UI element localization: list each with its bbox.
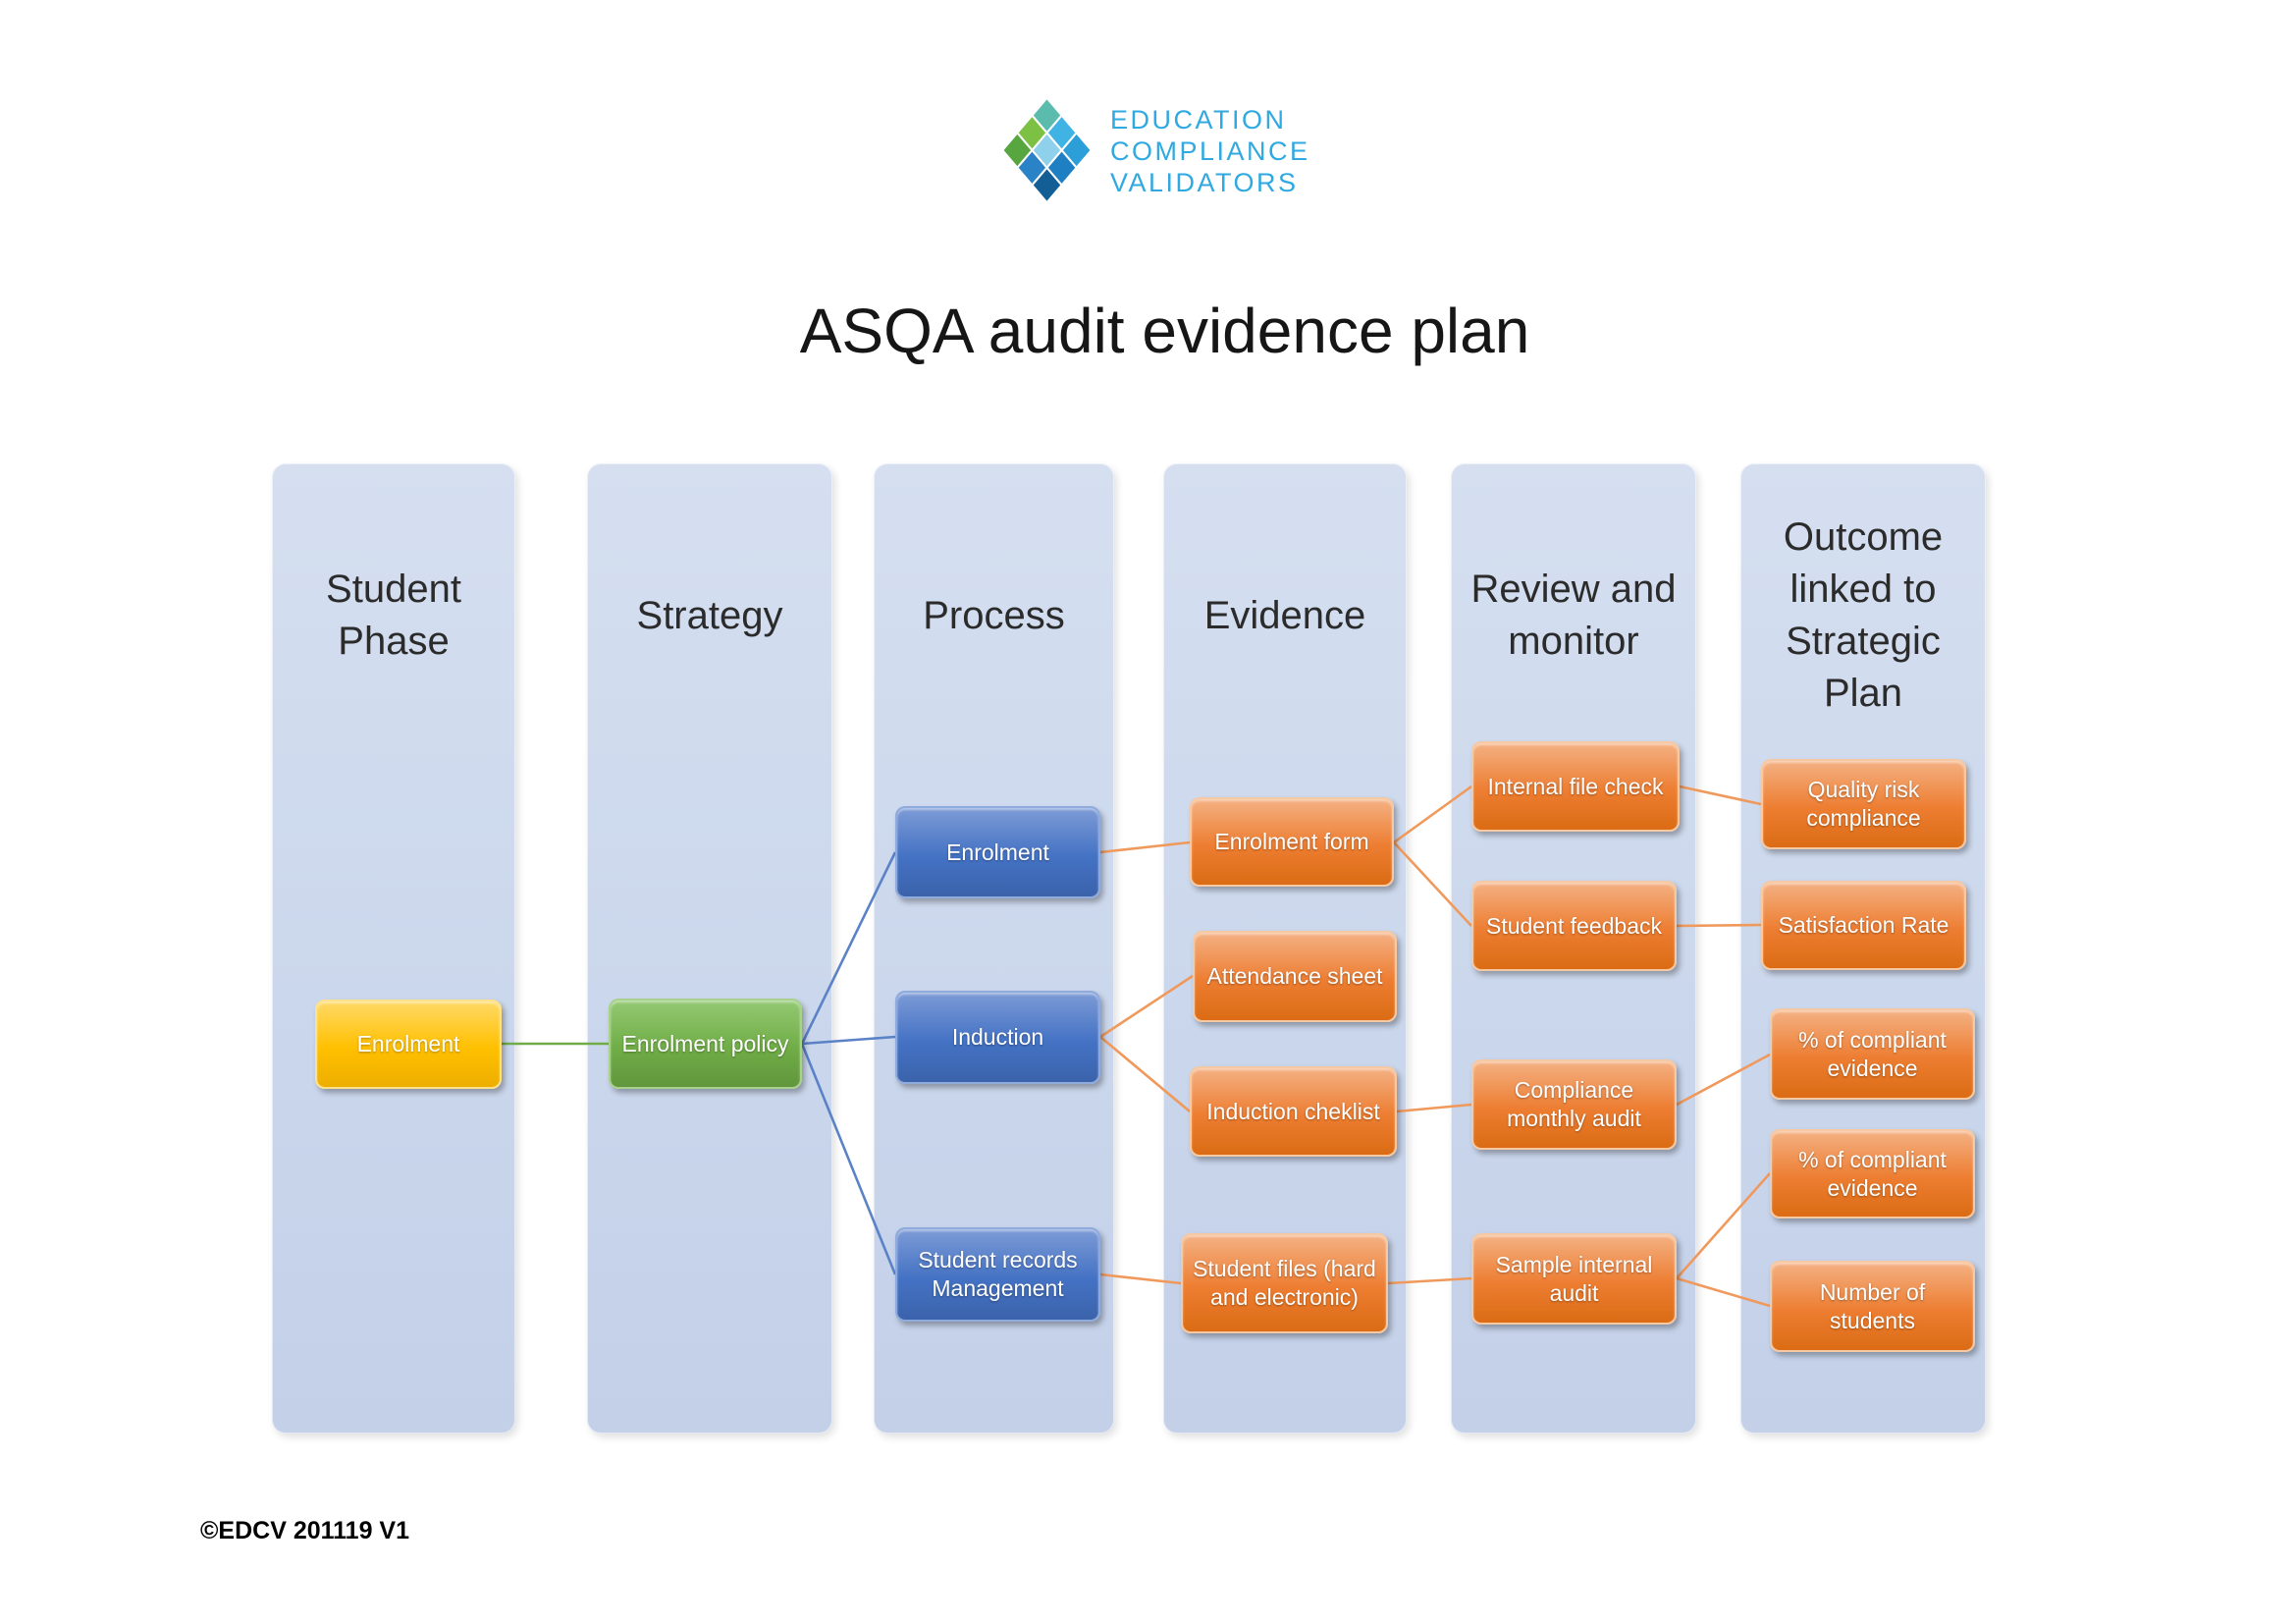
column-title-student-phase: Student Phase: [326, 568, 461, 663]
node-outcome-quality-risk-compliance: Quality risk compliance: [1761, 759, 1966, 849]
node-evidence-student-files: Student files (hard and electronic): [1181, 1233, 1388, 1333]
connector-internal-file-check-to-quality-risk: [1679, 785, 1762, 806]
node-outcome-satisfaction-rate: Satisfaction Rate: [1761, 881, 1966, 970]
column-title-evidence: Evidence: [1203, 593, 1366, 637]
node-outcome-pct-compliant-evidence-2: % of compliant evidence: [1770, 1129, 1975, 1218]
connector-policy-to-process-enrolment: [800, 851, 897, 1045]
node-enrolment-policy: Enrolment policy: [609, 999, 802, 1089]
column-strategy: Strategy: [587, 463, 832, 1434]
node-label: Compliance monthly audit: [1507, 1077, 1641, 1131]
node-label: Attendance sheet: [1206, 963, 1383, 990]
connector-induction-to-induction-checklist: [1099, 1036, 1191, 1112]
node-evidence-enrolment-form: Enrolment form: [1190, 797, 1394, 887]
node-process-student-records: Student records Management: [895, 1227, 1100, 1322]
connector-policy-to-induction: [801, 1035, 896, 1046]
node-label: Enrolment: [356, 1031, 460, 1057]
node-process-induction: Induction: [895, 991, 1100, 1084]
connector-student-feedback-to-satisfaction-rate: [1676, 923, 1762, 928]
node-label: % of compliant evidence: [1798, 1026, 1947, 1081]
ecv-diamond-logo-icon: [1003, 99, 1091, 201]
column-title-process: Process: [923, 593, 1065, 637]
ecv-logo-text: EDUCATION COMPLIANCE VALIDATORS: [1110, 105, 1310, 199]
node-evidence-induction-checklist: Induction cheklist: [1190, 1066, 1397, 1157]
node-evidence-attendance-sheet: Attendance sheet: [1193, 931, 1397, 1022]
ecv-logo: EDUCATION COMPLIANCE VALIDATORS: [999, 96, 1310, 208]
node-enrolment-phase: Enrolment: [315, 1000, 502, 1089]
logo-line-2: COMPLIANCE: [1110, 136, 1310, 167]
node-label: Student files (hard and electronic): [1193, 1256, 1376, 1310]
node-label: Sample internal audit: [1495, 1251, 1653, 1306]
node-label: Student records Management: [918, 1247, 1078, 1301]
column-title-review-and-monitor: Review and monitor: [1470, 568, 1677, 663]
copyright-version-label: ©EDCV 201119 V1: [200, 1517, 410, 1544]
connector-policy-to-student-records: [800, 1043, 897, 1275]
column-title-strategy: Strategy: [636, 593, 783, 637]
logo-line-3: VALIDATORS: [1110, 167, 1299, 197]
connector-enrolment-form-to-student-feedback: [1393, 841, 1472, 927]
node-review-student-feedback: Student feedback: [1471, 881, 1677, 971]
connector-sample-audit-to-number-of-students: [1676, 1276, 1771, 1308]
node-label: Induction: [951, 1024, 1044, 1051]
connector-student-files-to-sample-internal-audit: [1387, 1276, 1472, 1285]
node-label: % of compliant evidence: [1798, 1146, 1947, 1201]
column-student-phase: Student Phase: [272, 463, 515, 1434]
node-label: Satisfaction Rate: [1778, 912, 1949, 939]
connector-induction-to-attendance-sheet: [1099, 974, 1194, 1039]
logo-line-1: EDUCATION: [1110, 105, 1287, 135]
connector-enrolment-form-to-internal-file-check: [1393, 785, 1472, 844]
node-label: Enrolment form: [1214, 829, 1369, 855]
node-label: Internal file check: [1487, 773, 1664, 799]
node-label: Student feedback: [1485, 912, 1663, 939]
node-outcome-pct-compliant-evidence-1: % of compliant evidence: [1770, 1008, 1975, 1100]
node-review-compliance-monthly-audit: Compliance monthly audit: [1471, 1059, 1677, 1150]
node-label: Number of students: [1819, 1278, 1926, 1333]
node-outcome-number-of-students: Number of students: [1770, 1261, 1975, 1352]
node-review-sample-internal-audit: Sample internal audit: [1471, 1233, 1677, 1325]
page-title: ASQA audit evidence plan: [799, 296, 1530, 366]
connector-compliance-audit-to-pct-compliant-1: [1676, 1053, 1771, 1107]
node-label: Enrolment policy: [621, 1030, 789, 1056]
node-label: Induction cheklist: [1206, 1098, 1380, 1124]
node-label: Quality risk compliance: [1806, 777, 1921, 831]
node-process-enrolment: Enrolment: [895, 806, 1100, 898]
column-title-outcome-strategic-plan: Outcome linked to Strategic Plan: [1783, 515, 1944, 715]
connector-sample-audit-to-pct-compliant-2: [1676, 1172, 1771, 1279]
node-label: Enrolment: [946, 839, 1049, 865]
node-review-internal-file-check: Internal file check: [1471, 741, 1680, 832]
connector-student-records-to-student-files: [1099, 1272, 1182, 1285]
connector-enrolment-to-enrolment-form: [1099, 840, 1191, 854]
connector-induction-checklist-to-compliance-audit: [1396, 1103, 1472, 1113]
